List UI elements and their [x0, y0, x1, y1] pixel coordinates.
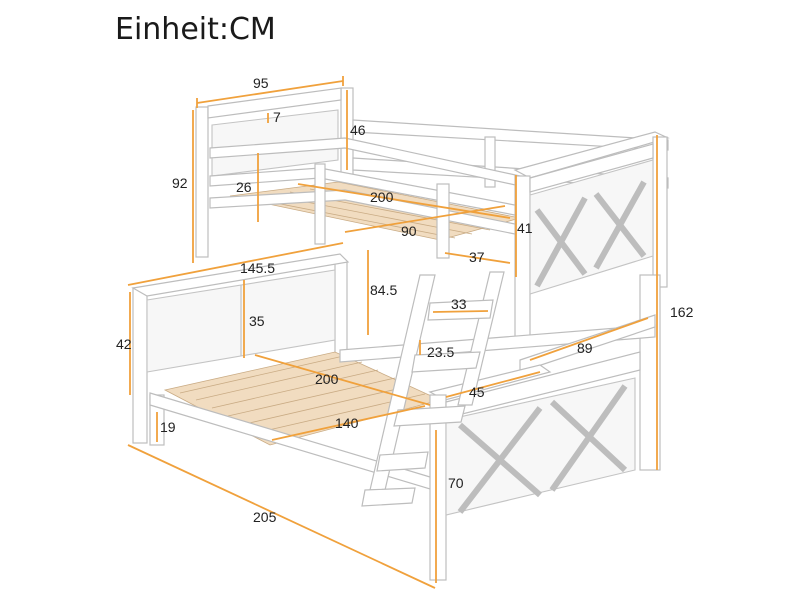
upper-head-top-rail: [207, 87, 342, 119]
ladder-step-5: [361, 487, 416, 507]
dim-label: 92: [172, 175, 188, 191]
dimension-lines: [127, 76, 658, 589]
lower-back-side-rail: [339, 324, 656, 363]
dim-label: 7: [273, 109, 281, 125]
dim-label: 89: [577, 340, 593, 356]
upper-foot-cross-brace: [534, 180, 647, 288]
upper-foot-top-rail: [529, 143, 654, 193]
upper-foot-post-back: [652, 136, 668, 288]
upper-head-post-left: [195, 106, 209, 258]
dim-label: 205: [253, 509, 277, 525]
dim-label: 200: [315, 371, 339, 387]
lower-foot-panel: [445, 377, 636, 516]
dim-label: 84.5: [370, 282, 397, 298]
upper-foot-panel: [529, 159, 654, 295]
dim-label: 35: [249, 313, 265, 329]
upper-back-post: [484, 136, 496, 188]
dim-label: 200: [370, 189, 394, 205]
lower-foot-cross-brace: [457, 384, 628, 514]
upper-back-rail-top: [352, 119, 669, 151]
ladder-step-3: [393, 405, 466, 427]
dim-label: 23.5: [427, 344, 454, 360]
dim-label: 19: [160, 419, 176, 435]
dim-label: 26: [236, 179, 252, 195]
dim-label: 45: [469, 384, 485, 400]
dim-label: 140: [335, 415, 359, 431]
ladder-step-2: [411, 351, 481, 373]
lower-head-post-left: [132, 287, 148, 444]
dim-label: 95: [253, 75, 269, 91]
unit-title: Einheit:CM: [115, 12, 276, 47]
upper-foot-post-front: [514, 175, 531, 342]
upper-foot-top-cap: [513, 131, 670, 179]
ladder-step-1: [427, 299, 494, 321]
dim-label: 90: [401, 223, 417, 239]
ladder: [361, 271, 505, 507]
dim-label: 162: [670, 304, 694, 320]
lower-back-guard-rail: [519, 314, 656, 373]
dim-label: 145.5: [240, 260, 275, 276]
dim-label: 46: [350, 122, 366, 138]
dim-label: 33: [451, 296, 467, 312]
upper-bunk: [195, 87, 670, 471]
lower-bunk: [131, 253, 656, 581]
lower-head-top-cap: [131, 253, 350, 297]
dim-label: 42: [116, 336, 132, 352]
dimension-labels: 95 7 46 92 26 200 90 41 37 84.5 145.5 42…: [116, 75, 694, 525]
ladder-step-4: [376, 451, 429, 472]
upper-front-post: [314, 163, 326, 245]
upper-ladder-post: [436, 183, 450, 259]
dim-label: 70: [448, 475, 464, 491]
dim-label: 37: [469, 249, 485, 265]
dim-label: 41: [517, 220, 533, 236]
